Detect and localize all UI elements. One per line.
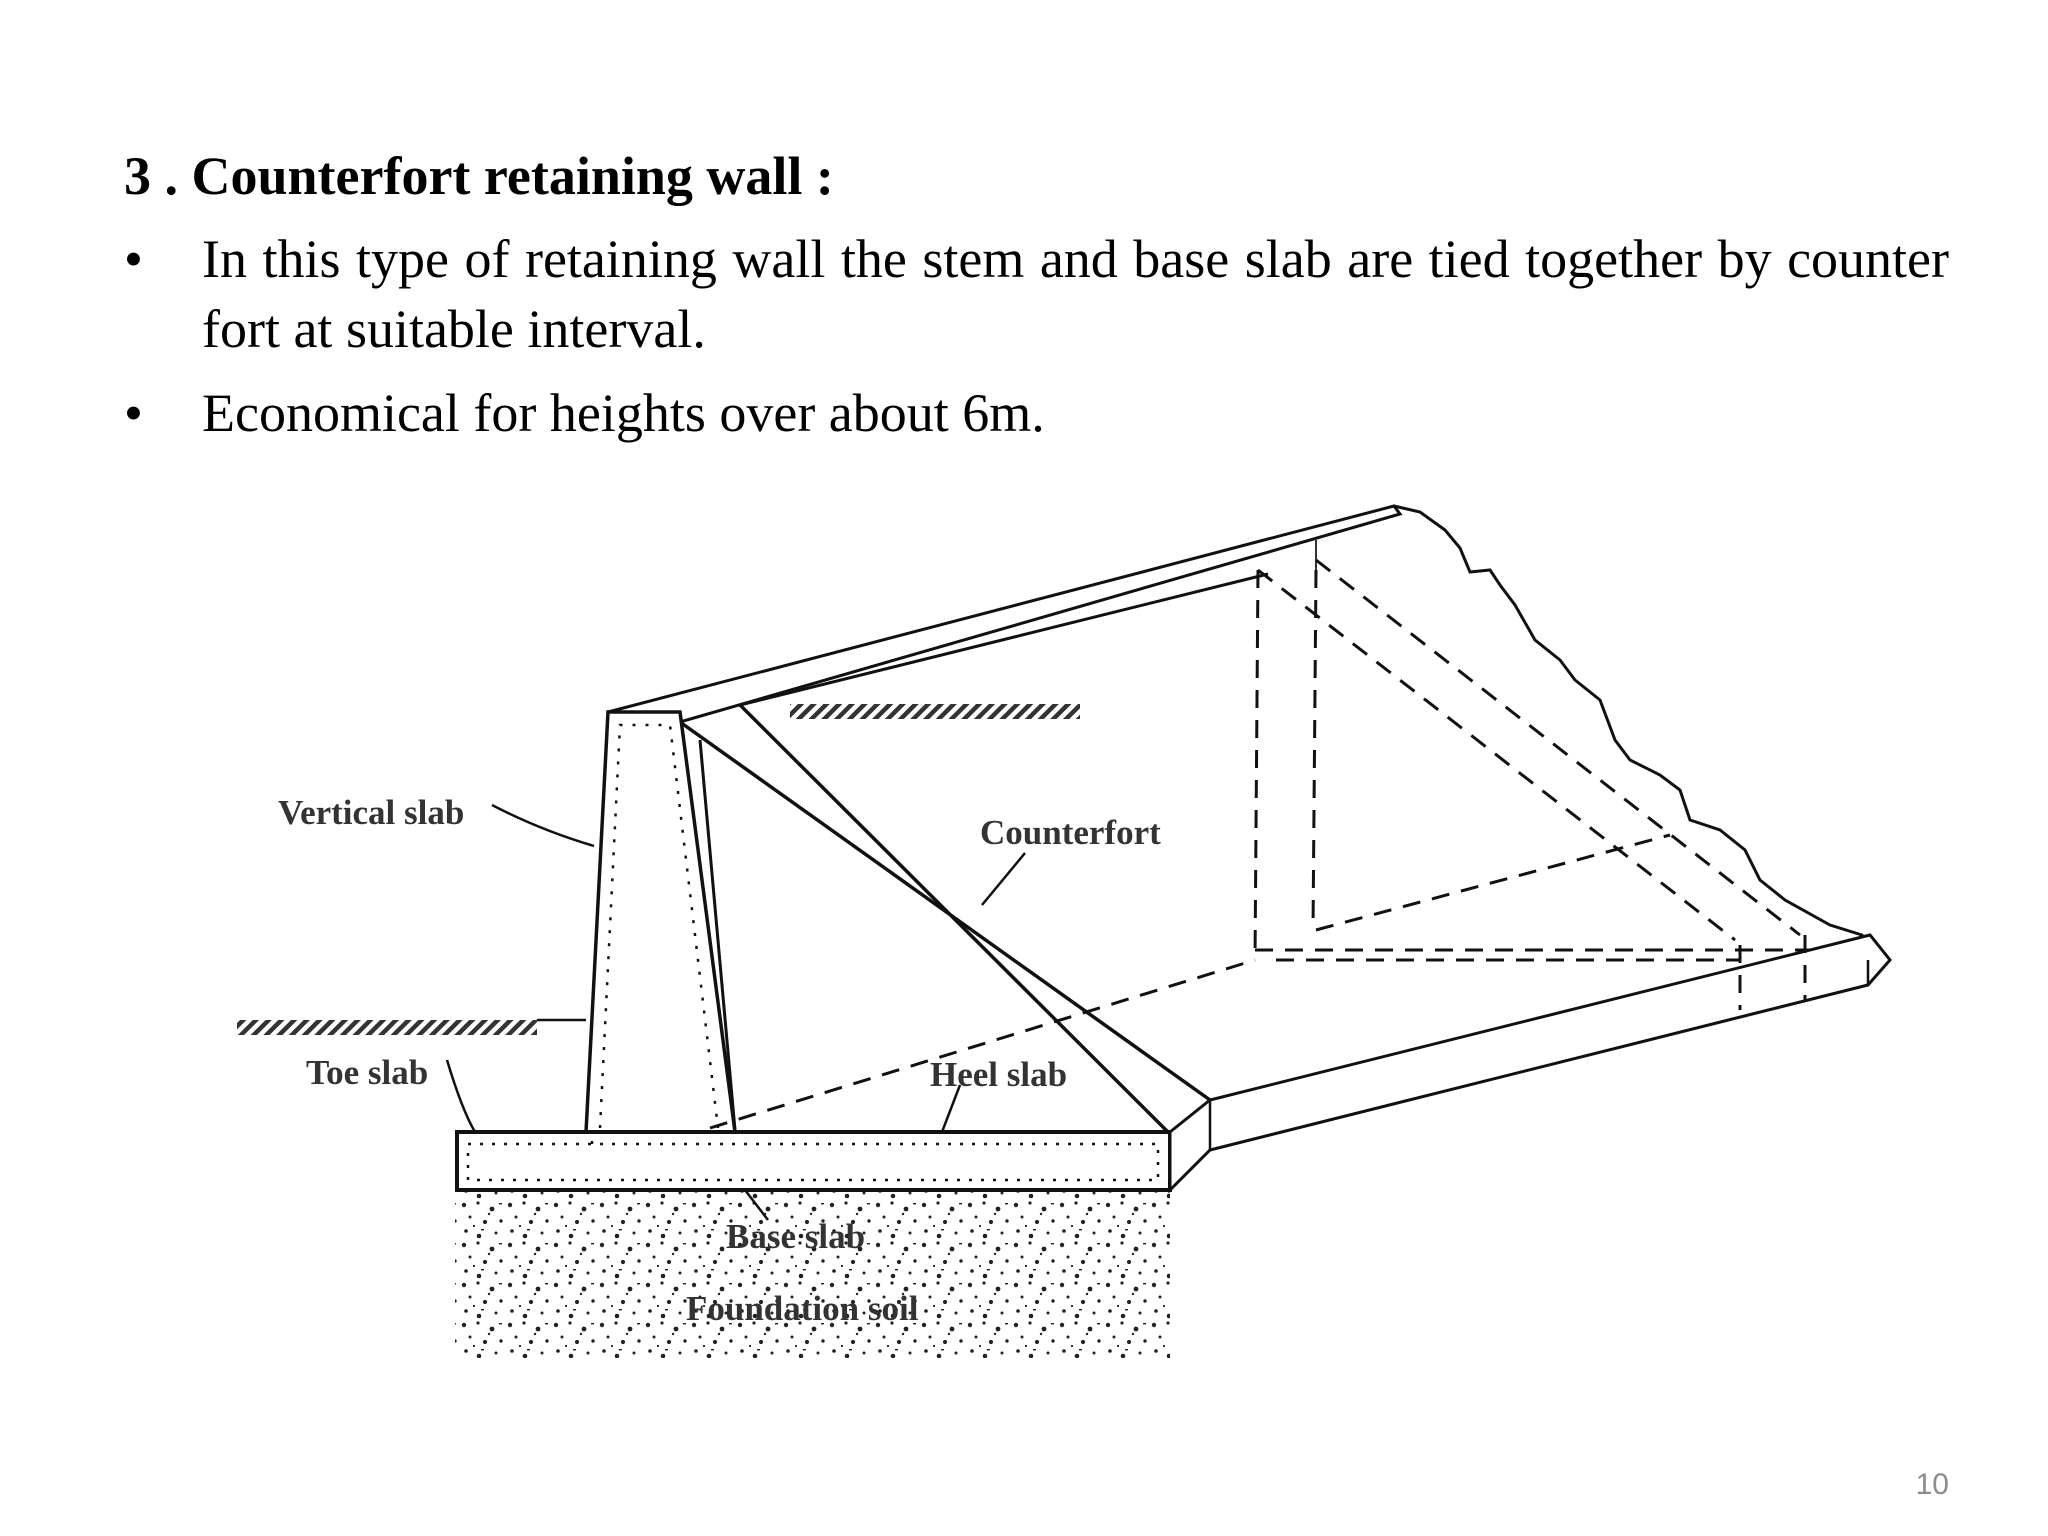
bullet-marker: • [124, 229, 143, 289]
ground-surface-right [790, 704, 1080, 719]
hidden-lines [709, 558, 1810, 1130]
bullet-list: • In this type of retaining wall the ste… [124, 224, 1949, 448]
label-base-slab: Base slab [726, 1217, 865, 1256]
heel-slab-extension [1168, 933, 1892, 1194]
slide-heading: 3 . Counterfort retaining wall : [124, 146, 834, 206]
base-slab [455, 1130, 1172, 1192]
label-counterfort: Counterfort [980, 813, 1161, 852]
ground-surface-left [237, 1020, 537, 1035]
stem-top-surface [607, 504, 1403, 724]
label-foundation-soil: Foundation soil [686, 1289, 919, 1328]
label-toe-slab: Toe slab [306, 1053, 428, 1092]
bullet-marker: • [124, 383, 143, 443]
bullet-text: In this type of retaining wall the stem … [202, 229, 1949, 359]
bullet-text: Economical for heights over about 6m. [202, 383, 1045, 443]
broken-edge [1393, 504, 1870, 961]
bullet-item: • Economical for heights over about 6m. [124, 378, 1949, 448]
bullet-item: • In this type of retaining wall the ste… [124, 224, 1949, 364]
label-heel-slab: Heel slab [930, 1055, 1067, 1094]
foundation-soil [455, 1190, 1170, 1358]
label-vertical-slab: Vertical slab [278, 793, 464, 832]
counterfort [680, 722, 1210, 1132]
page-number: 10 [1915, 1468, 1949, 1501]
